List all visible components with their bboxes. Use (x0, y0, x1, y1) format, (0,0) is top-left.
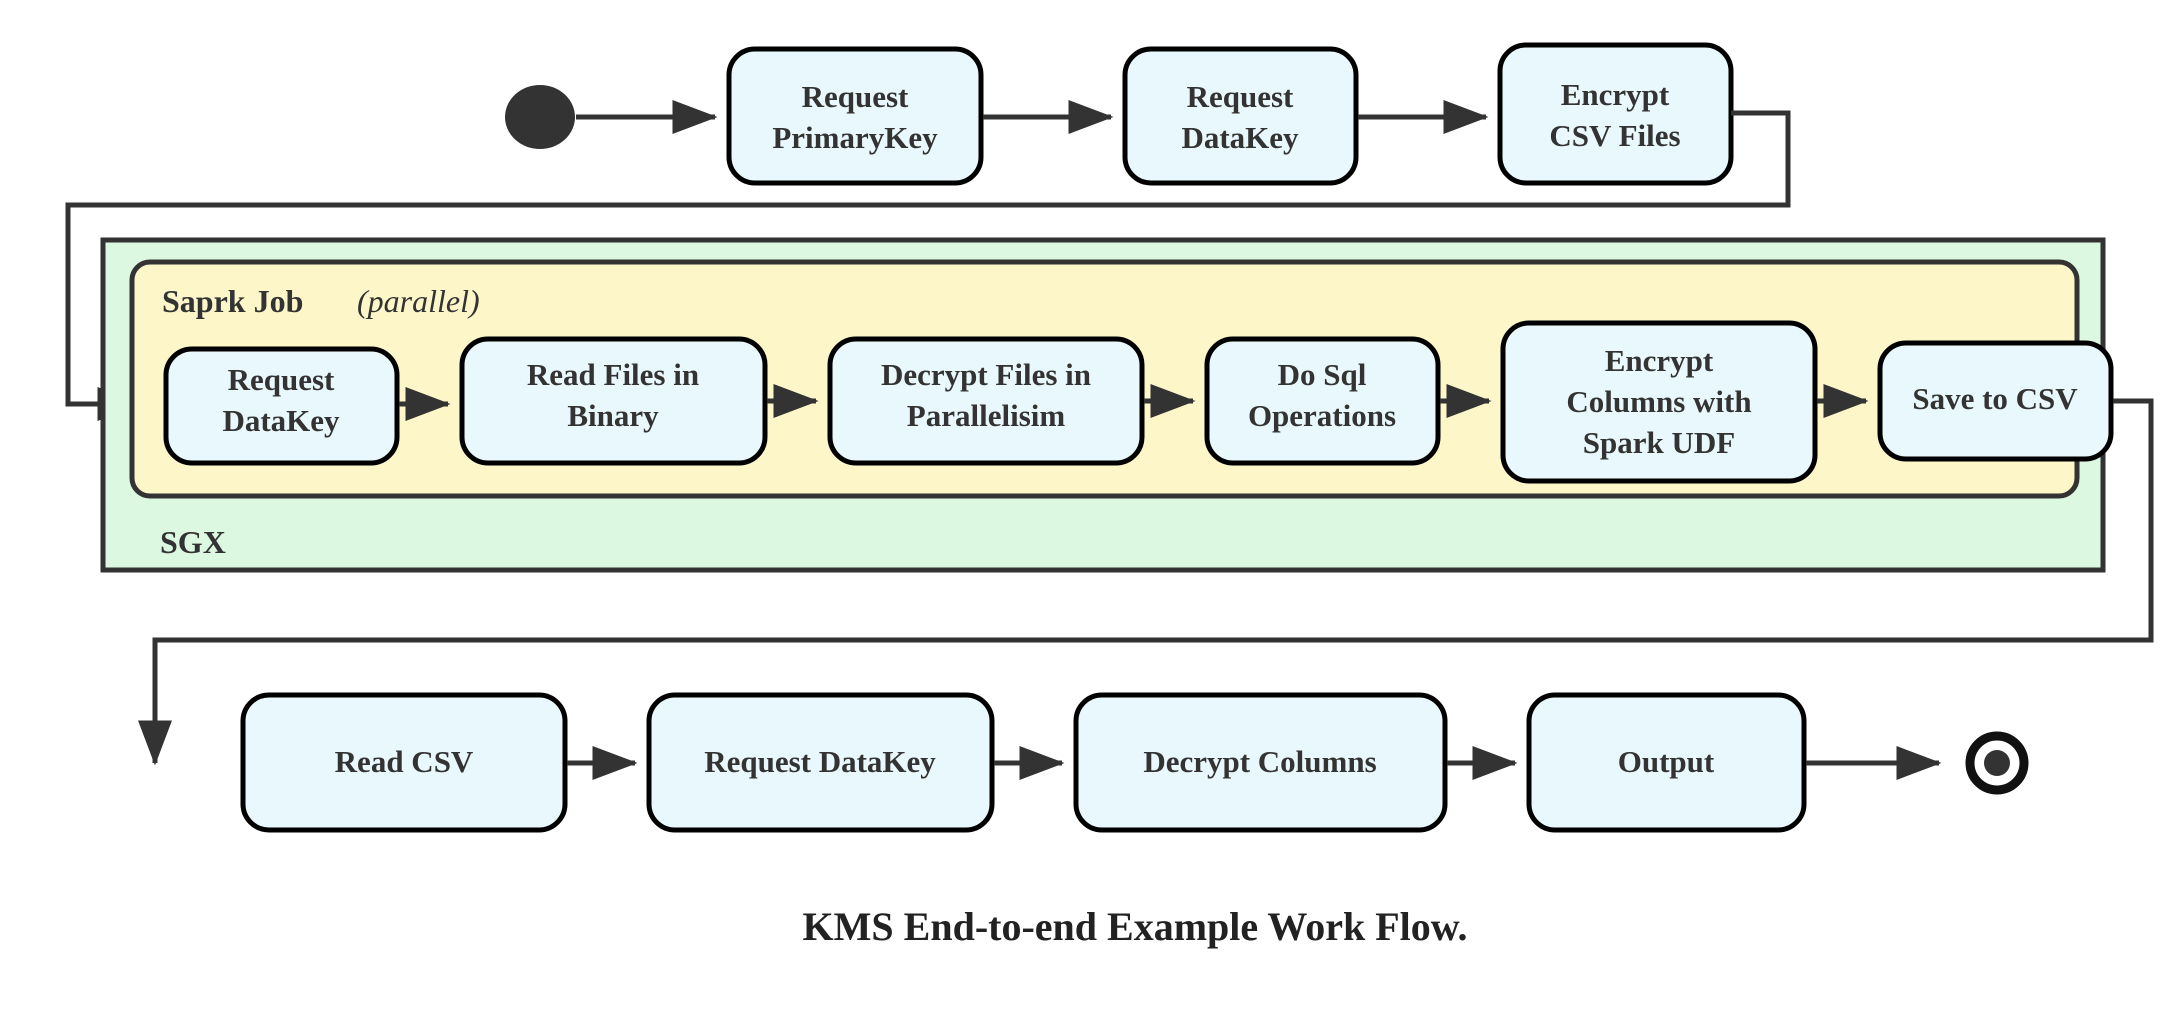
node-request-primarykey-line2: PrimaryKey (772, 120, 938, 155)
container-spark-job-label: Saprk Job (162, 283, 303, 319)
node-decrypt-columns[interactable]: Decrypt Columns (1073, 692, 1448, 833)
container-sgx-label: SGX (160, 524, 226, 560)
container-spark-job-qualifier: (parallel) (357, 283, 480, 319)
node-encrypt-columns-with-spark-udf-line3: Spark UDF (1583, 425, 1735, 460)
start-node (505, 85, 575, 149)
node-request-primarykey[interactable]: Request PrimaryKey (726, 46, 984, 186)
node-decrypt-files-in-parallelisim-line1: Decrypt Files in (881, 357, 1091, 392)
node-request-datakey-spark[interactable]: Request DataKey (163, 346, 400, 466)
node-decrypt-files-in-parallelisim-line2: Parallelisim (907, 398, 1066, 433)
node-request-datakey-bottom-line1: Request DataKey (704, 744, 936, 779)
node-read-csv[interactable]: Read CSV (240, 692, 568, 833)
node-encrypt-columns-with-spark-udf-line2: Columns with (1566, 384, 1751, 419)
node-do-sql-operations-line2: Operations (1248, 398, 1396, 433)
node-request-datakey-spark-line1: Request (228, 362, 335, 397)
node-save-to-csv[interactable]: Save to CSV (1877, 340, 2114, 462)
node-request-datakey-bottom[interactable]: Request DataKey (646, 692, 995, 833)
node-do-sql-operations[interactable]: Do Sql Operations (1204, 336, 1441, 466)
node-do-sql-operations-line1: Do Sql (1278, 357, 1367, 392)
node-request-datakey-top-line1: Request (1187, 79, 1294, 114)
node-read-files-in-binary-line2: Binary (567, 398, 659, 433)
node-request-datakey-top[interactable]: Request DataKey (1122, 46, 1359, 186)
node-request-primarykey-line1: Request (802, 79, 909, 114)
node-encrypt-columns-with-spark-udf[interactable]: Encrypt Columns with Spark UDF (1500, 320, 1818, 484)
node-decrypt-columns-line1: Decrypt Columns (1143, 744, 1376, 779)
node-request-datakey-top-line2: DataKey (1181, 120, 1299, 155)
flow-route-encryptcsv-to-spark-datakey (65, 110, 1791, 421)
node-read-csv-line1: Read CSV (335, 744, 474, 779)
flow-route-savetocsv-to-readcsv (138, 398, 2154, 766)
node-save-to-csv-line1: Save to CSV (1912, 381, 2078, 416)
node-request-datakey-spark-line2: DataKey (222, 403, 340, 438)
node-output-line1: Output (1618, 744, 1715, 779)
node-decrypt-files-in-parallelisim[interactable]: Decrypt Files in Parallelisim (827, 336, 1145, 466)
node-encrypt-columns-with-spark-udf-line1: Encrypt (1605, 343, 1714, 378)
node-encrypt-csv-files-line1: Encrypt (1561, 77, 1670, 112)
node-output[interactable]: Output (1526, 692, 1807, 833)
node-read-files-in-binary[interactable]: Read Files in Binary (459, 336, 768, 466)
node-encrypt-csv-files[interactable]: Encrypt CSV Files (1497, 42, 1734, 186)
end-node (1965, 731, 2029, 795)
node-encrypt-csv-files-line2: CSV Files (1549, 118, 1680, 153)
node-read-files-in-binary-line1: Read Files in (527, 357, 699, 392)
diagram-caption: KMS End-to-end Example Work Flow. (803, 904, 1468, 949)
